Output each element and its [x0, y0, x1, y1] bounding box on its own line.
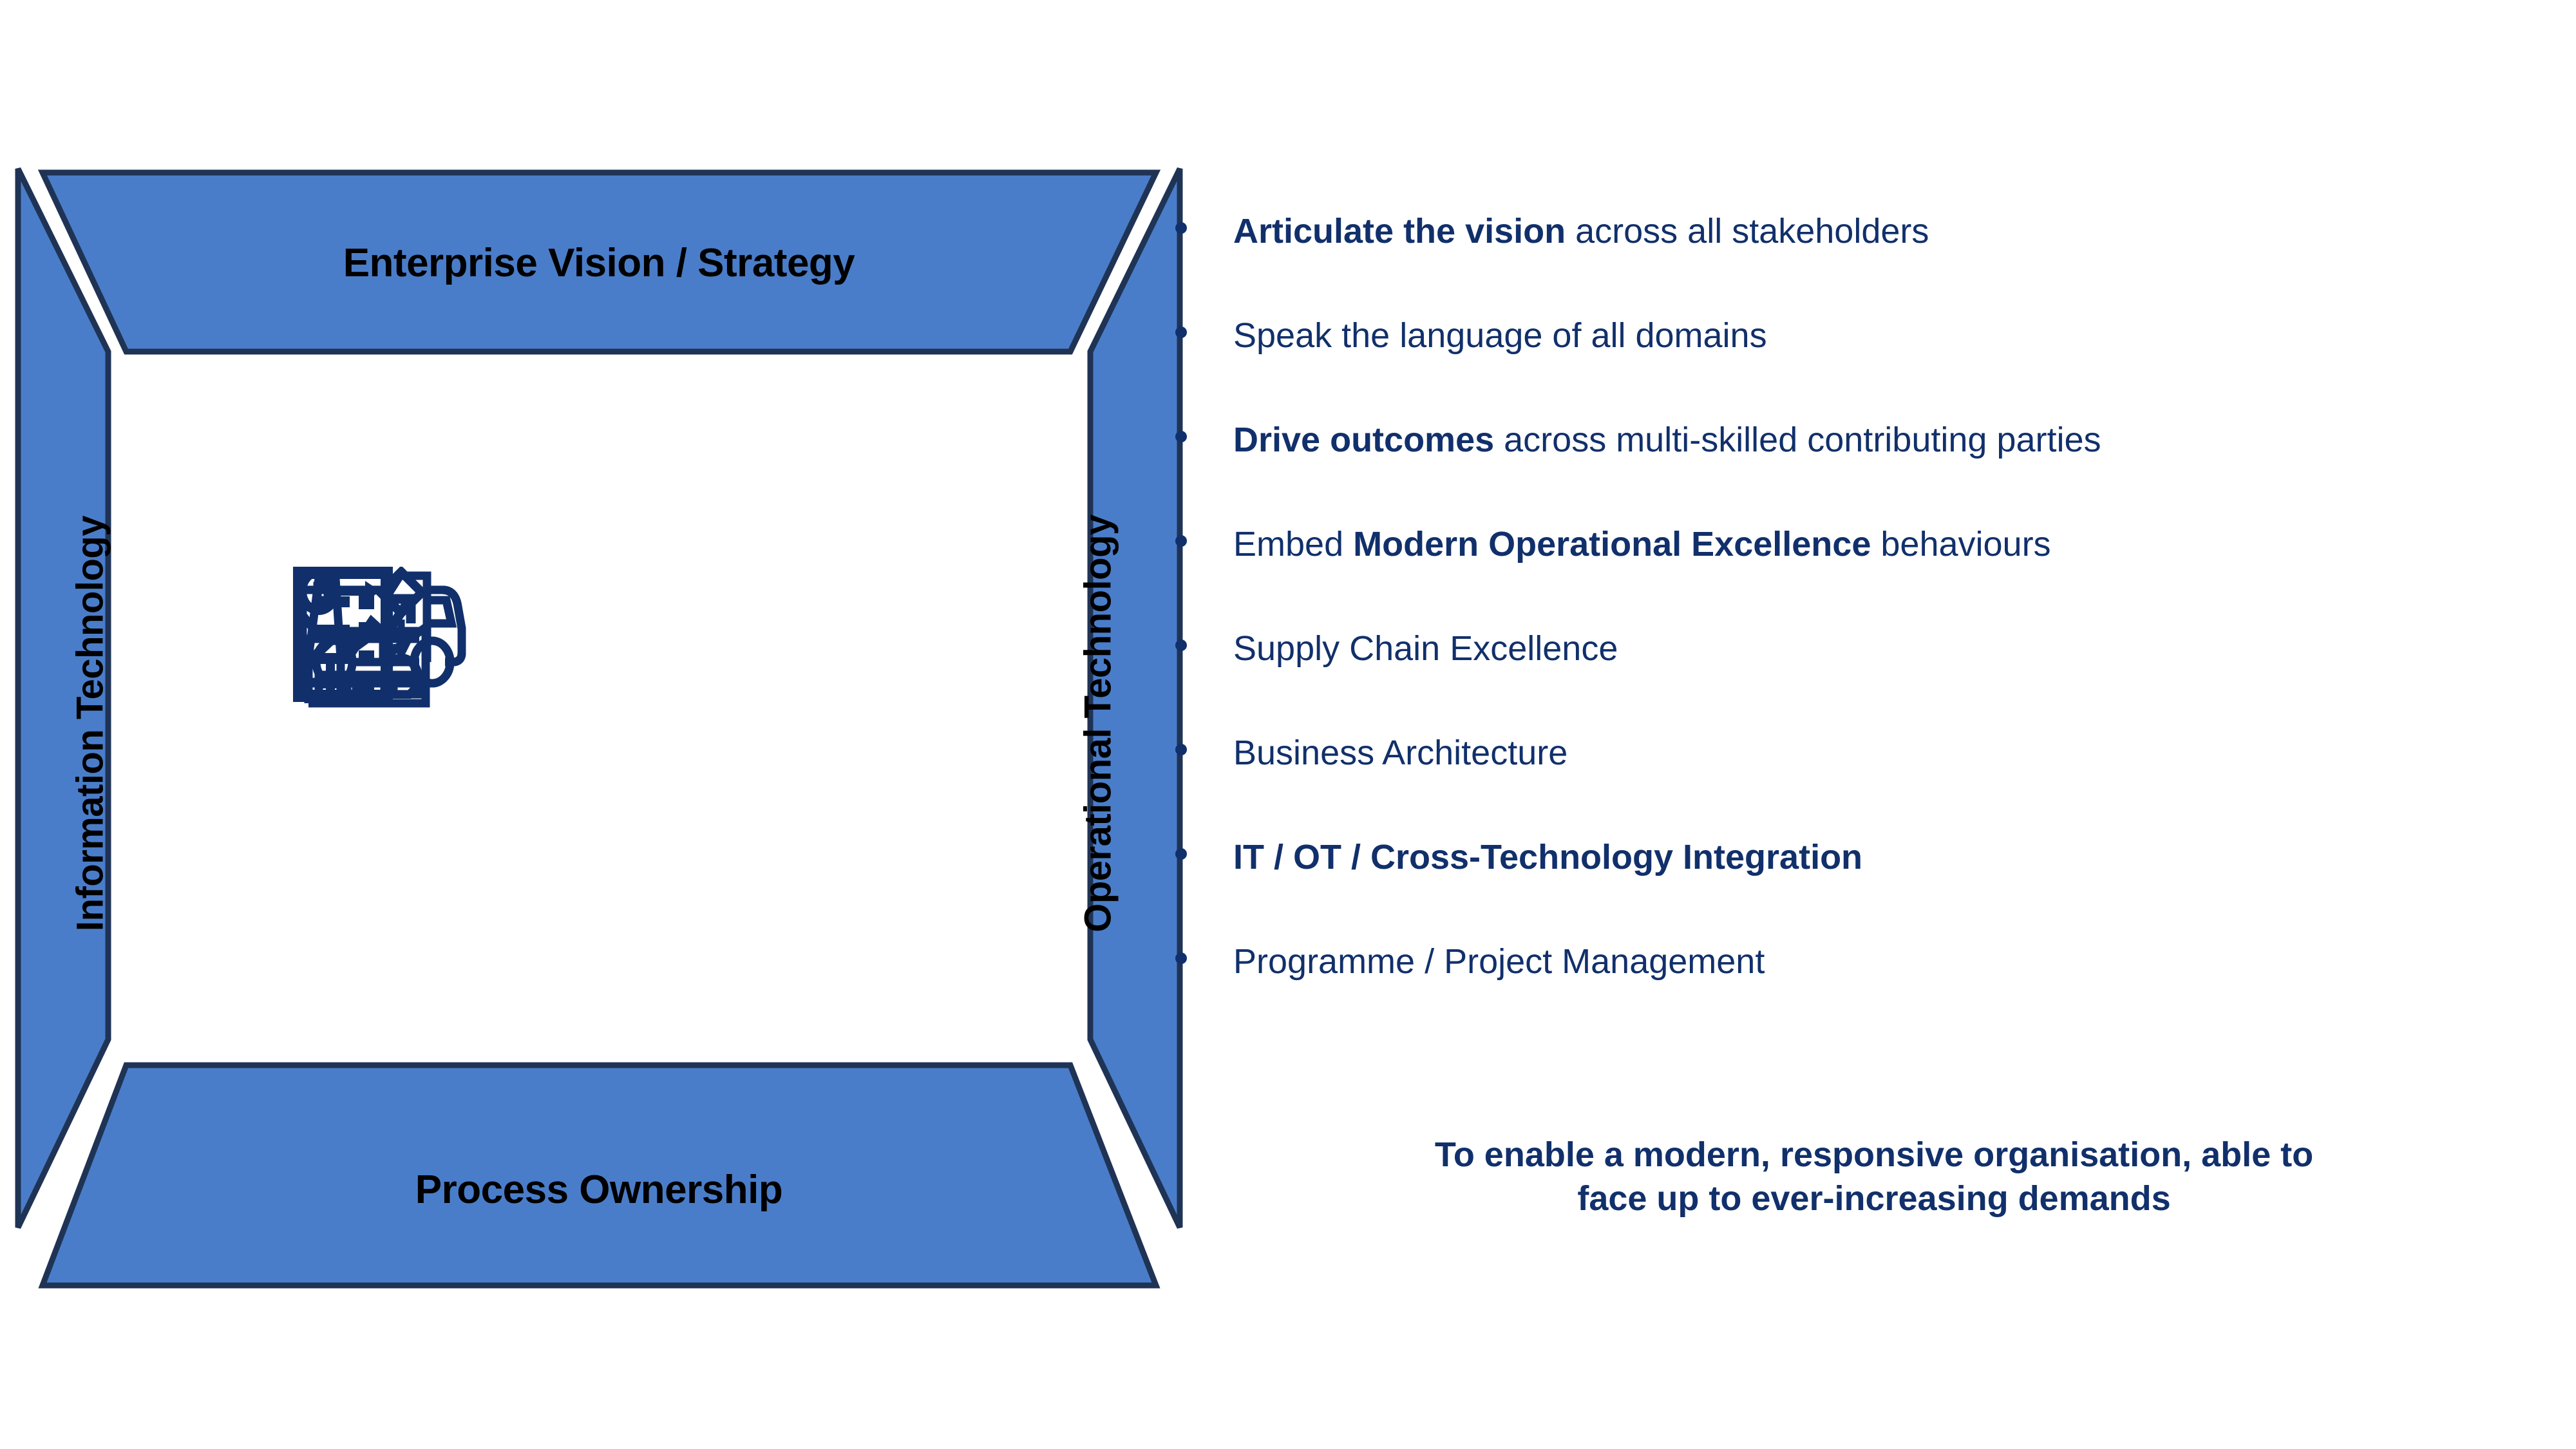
bullet-text-0: Articulate the vision across all stakeho…	[1233, 212, 1929, 251]
bullet-pre-3: Embed	[1233, 525, 1354, 564]
bullet-rest-2: across multi-skilled contributing partie…	[1494, 421, 2101, 459]
bullet-tail-3: behaviours	[1871, 525, 2051, 564]
bullet-dot-icon	[1175, 848, 1187, 860]
bottom-trapezoid[interactable]	[38, 1062, 1160, 1289]
list-item[interactable]: Articulate the vision across all stakeho…	[1175, 212, 2541, 317]
list-item[interactable]: IT / OT / Cross-Technology Integration	[1175, 838, 2541, 943]
list-item[interactable]: Embed Modern Operational Excellence beha…	[1175, 525, 2541, 630]
list-item[interactable]: Speak the language of all domains	[1175, 316, 2541, 421]
bullet-dot-icon	[1175, 744, 1187, 755]
bullet-dot-icon	[1175, 327, 1187, 338]
bullet-bold-2: Drive outcomes	[1233, 421, 1495, 459]
list-item[interactable]: Business Architecture	[1175, 734, 2541, 838]
bullet-bold-3: Modern Operational Excellence	[1353, 525, 1871, 564]
bullet-dot-icon	[1175, 222, 1187, 234]
bullet-list: Articulate the vision across all stakeho…	[1175, 212, 2541, 1047]
list-item[interactable]: Drive outcomes across multi-skilled cont…	[1175, 421, 2541, 526]
top-trapezoid[interactable]	[37, 169, 1161, 355]
bullet-text-6: IT / OT / Cross-Technology Integration	[1233, 838, 1862, 876]
bullet-rest-5: Business Architecture	[1233, 734, 1568, 772]
growth-chart-icon	[297, 573, 416, 688]
bullet-rest-4: Supply Chain Excellence	[1233, 629, 1618, 668]
bullet-dot-icon	[1175, 431, 1187, 442]
list-item[interactable]: Programme / Project Management	[1175, 942, 2541, 1047]
bullet-dot-icon	[1175, 952, 1187, 964]
conclusion-line-1: To enable a modern, responsive organisat…	[1434, 1135, 2314, 1174]
bullet-dot-icon	[1175, 639, 1187, 651]
top-trapezoid-label: Enterprise Vision / Strategy	[343, 241, 855, 285]
bullet-bold-6: IT / OT / Cross-Technology Integration	[1233, 838, 1863, 876]
bullet-text-2: Drive outcomes across multi-skilled cont…	[1233, 421, 2101, 459]
bullet-rest-1: Speak the language of all domains	[1233, 316, 1767, 355]
bullet-rest-0: across all stakeholders	[1566, 212, 1929, 251]
frame-shapes	[15, 167, 1183, 1289]
bullet-text-4: Supply Chain Excellence	[1233, 629, 1618, 668]
left-trapezoid-label: Information Technology	[69, 515, 111, 932]
bullet-dot-icon	[1175, 535, 1187, 547]
bullet-rest-7: Programme / Project Management	[1233, 942, 1765, 981]
center-icon-grid	[293, 567, 873, 889]
bullet-text-3: Embed Modern Operational Excellence beha…	[1233, 525, 2051, 564]
bullet-text-5: Business Architecture	[1233, 734, 1567, 772]
right-trapezoid-label: Operational Technology	[1077, 515, 1119, 933]
framework-diagram: Enterprise Vision / Strategy Process Own…	[0, 0, 1198, 1327]
bullet-text-1: Speak the language of all domains	[1233, 316, 1767, 355]
bullet-bold-0: Articulate the vision	[1233, 212, 1566, 251]
left-trapezoid[interactable]	[15, 167, 111, 1229]
conclusion-statement: To enable a modern, responsive organisat…	[1211, 1133, 2537, 1220]
bullet-text-7: Programme / Project Management	[1233, 942, 1765, 981]
list-item[interactable]: Supply Chain Excellence	[1175, 629, 2541, 734]
conclusion-line-2: face up to ever-increasing demands	[1577, 1179, 2171, 1218]
bottom-trapezoid-label: Process Ownership	[415, 1168, 783, 1212]
right-trapezoid[interactable]	[1087, 167, 1183, 1229]
